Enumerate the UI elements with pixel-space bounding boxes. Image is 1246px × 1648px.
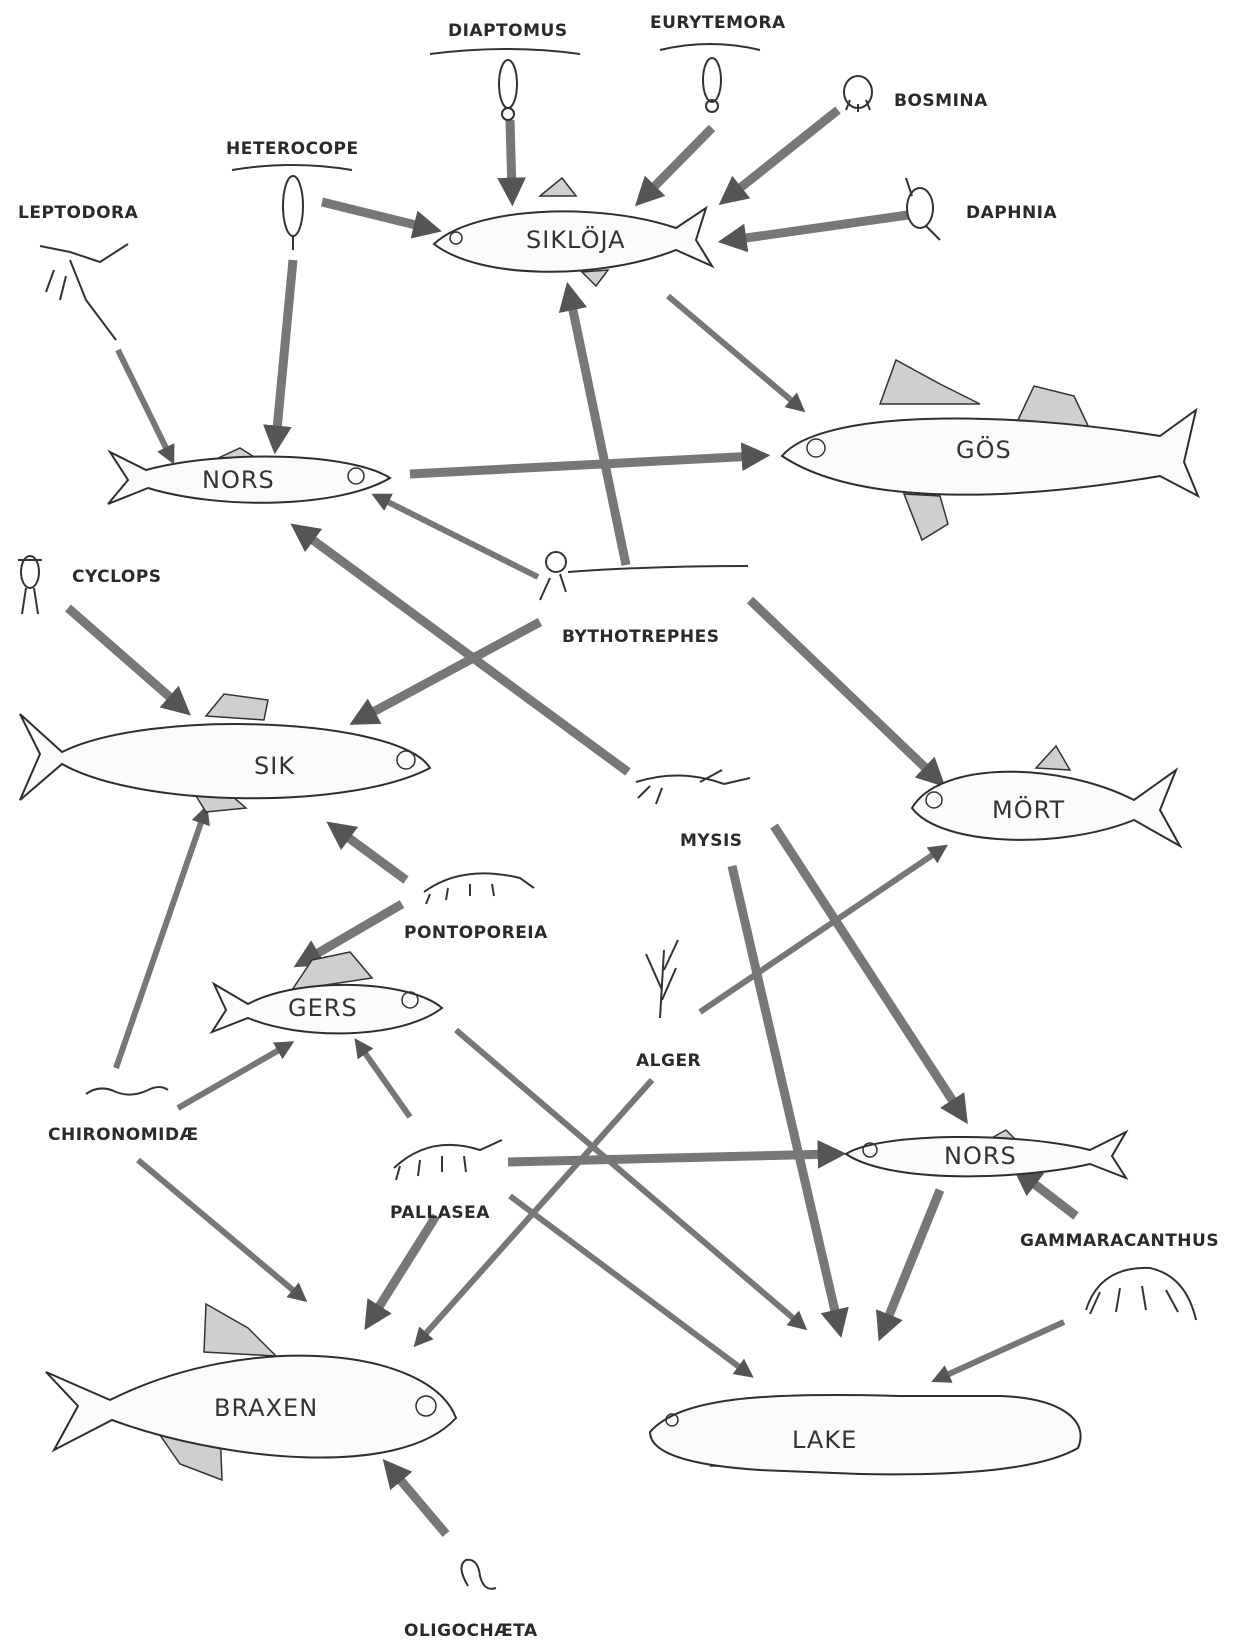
fish-label-gers: GERS <box>288 994 358 1022</box>
fish-label-gos: GÖS <box>956 435 1012 464</box>
arrow-eurytemora-sikloja <box>645 128 712 196</box>
arrow-oligochaeta-braxen <box>392 1470 446 1534</box>
arrow-chironomidae-gers <box>178 1046 286 1108</box>
arrow-bythotrephes-mort <box>750 600 935 777</box>
arrow-pontoporeia-sik <box>338 830 406 880</box>
fish-label-sikloja: SIKLÖJA <box>526 225 626 254</box>
label-pontoporeia: PONTOPOREIA <box>404 923 548 943</box>
arrow-pallasea-nors-lower <box>508 1154 832 1162</box>
arrow-pallasea-lake <box>510 1196 746 1372</box>
arrow-pontoporeia-gers <box>306 904 402 960</box>
arrow-mysis-lake <box>732 866 838 1324</box>
arrow-daphnia-sikloja <box>732 215 908 240</box>
diaptomus-sketch-icon <box>430 49 580 120</box>
fish-label-sik: SIK <box>254 752 295 780</box>
label-diaptomus: DIAPTOMUS <box>448 21 568 41</box>
label-alger: ALGER <box>636 1051 701 1071</box>
fish-nors-lower: NORS <box>846 1130 1126 1178</box>
arrow-diaptomus-sikloja <box>510 120 512 192</box>
arrow-nors-lower-lake <box>884 1190 940 1328</box>
fish-label-braxen: BRAXEN <box>214 1394 318 1422</box>
chironomidae-sketch-icon <box>86 1087 168 1095</box>
pontoporeia-sketch-icon <box>424 873 534 904</box>
arrow-bythotrephes-sikloja <box>570 296 626 565</box>
arrow-mysis-nors-lower <box>774 826 960 1112</box>
arrow-chironomidae-braxen <box>138 1160 300 1296</box>
fish-label-nors-upper: NORS <box>202 466 275 494</box>
arrow-heterocope-nors <box>276 260 293 440</box>
label-cyclops: CYCLOPS <box>72 567 162 587</box>
arrow-nors-gos <box>410 456 756 474</box>
label-oligochaeta: OLIGOCHÆTA <box>404 1621 538 1641</box>
label-bosmina: BOSMINA <box>894 91 988 111</box>
label-bythotrephes: BYTHOTREPHES <box>562 627 719 647</box>
fish-gos: GÖS <box>782 360 1198 540</box>
fish-braxen: BRAXEN <box>46 1304 456 1480</box>
arrow-pallasea-gers <box>360 1046 410 1117</box>
arrow-cyclops-sik <box>68 608 180 706</box>
arrow-heterocope-sikloja <box>322 202 428 228</box>
mysis-sketch-icon <box>636 770 750 804</box>
pallasea-sketch-icon <box>394 1140 502 1180</box>
arrow-sikloja-gos <box>668 296 798 406</box>
bosmina-sketch-icon <box>844 76 872 112</box>
label-leptodora: LEPTODORA <box>18 203 139 223</box>
fish-nors-upper: NORS <box>108 448 390 504</box>
fish-mort: MÖRT <box>912 746 1180 846</box>
eurytemora-sketch-icon <box>660 44 760 112</box>
fish-lake: LAKE <box>650 1395 1081 1474</box>
fish-label-lake: LAKE <box>792 1426 857 1454</box>
bythotrephes-sketch-icon <box>540 552 748 600</box>
arrow-leptodora-nors <box>118 350 170 456</box>
arrow-bosmina-sikloja <box>730 110 838 196</box>
leptodora-sketch-icon <box>40 244 128 340</box>
label-mysis: MYSIS <box>680 831 743 851</box>
label-daphnia: DAPHNIA <box>966 203 1058 223</box>
alger-sketch-icon <box>646 940 678 1018</box>
label-pallasea: PALLASEA <box>390 1203 490 1223</box>
arrow-gammaracanthus-lake <box>940 1322 1064 1378</box>
arrow-bythotrephes-nors <box>380 498 538 577</box>
arrow-gers-lake <box>456 1030 800 1324</box>
label-eurytemora: EURYTEMORA <box>650 13 786 33</box>
fish-label-nors-lower: NORS <box>944 1142 1017 1170</box>
arrow-gammaracanthus-nors-lower <box>1024 1176 1076 1216</box>
label-heterocope: HETEROCOPE <box>226 139 359 159</box>
cyclops-sketch-icon <box>18 556 42 614</box>
label-gammaracanthus: GAMMARACANTHUS <box>1020 1231 1219 1251</box>
fish-label-mort: MÖRT <box>992 795 1065 824</box>
daphnia-sketch-icon <box>906 178 940 240</box>
label-chironomidae: CHIRONOMIDÆ <box>48 1125 199 1145</box>
fish-gers: GERS <box>212 952 442 1033</box>
gammaracanthus-sketch-icon <box>1086 1268 1196 1320</box>
arrow-pallasea-braxen <box>372 1216 436 1318</box>
oligochaeta-sketch-icon <box>461 1560 496 1589</box>
fish-sikloja: SIKLÖJA <box>434 178 712 286</box>
arrow-chironomidae-sik <box>116 814 204 1068</box>
